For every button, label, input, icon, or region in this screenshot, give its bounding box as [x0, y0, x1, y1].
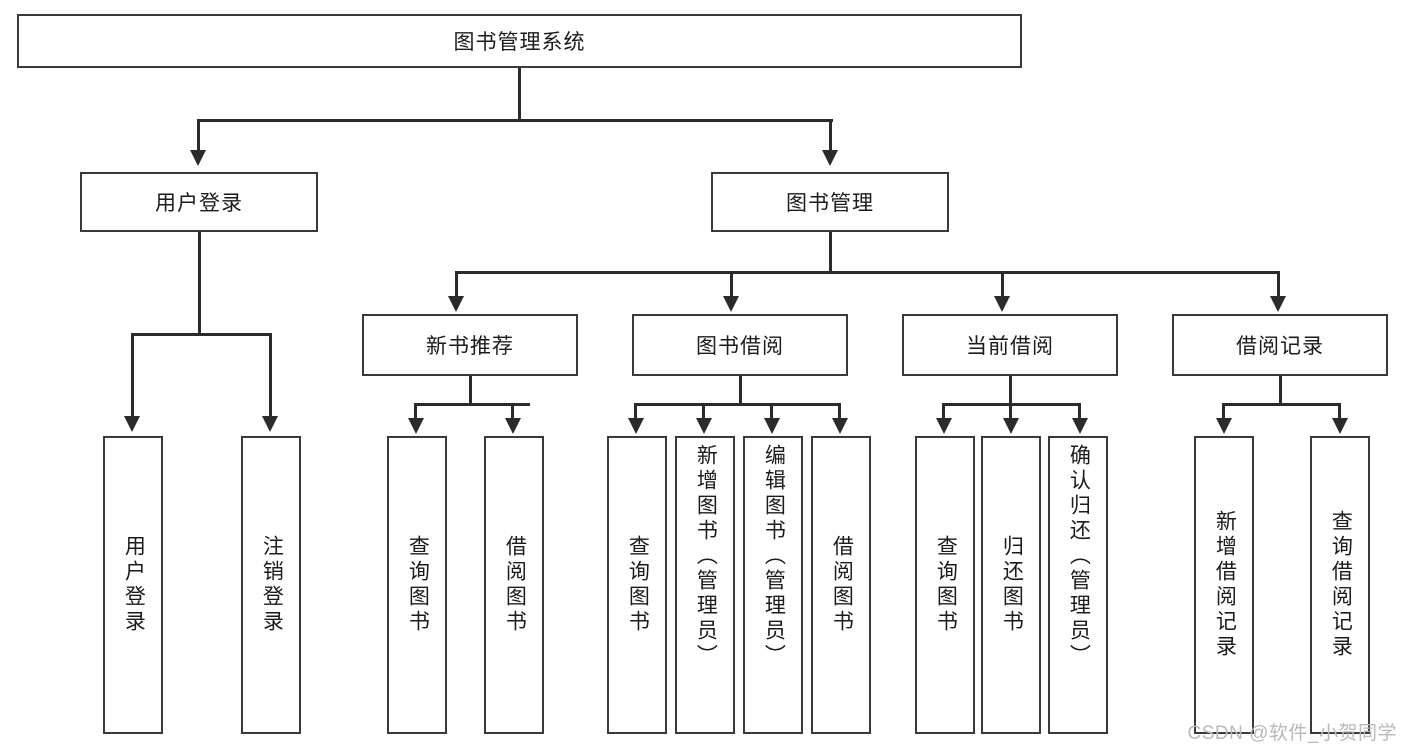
- node-book-borrow[interactable]: 图书借阅: [632, 314, 848, 376]
- leaf-br-query-record[interactable]: 查询借阅记录: [1310, 436, 1370, 734]
- leaf-nbr-borrow-book[interactable]: 借阅图书: [484, 436, 544, 734]
- connector-bm-drop-4: [1277, 271, 1280, 298]
- node-current-borrow[interactable]: 当前借阅: [902, 314, 1118, 376]
- connector-br-drop-2: [1338, 403, 1341, 420]
- leaf-label: 查询图书: [626, 535, 650, 635]
- leaf-label: 查询借阅记录: [1329, 510, 1353, 660]
- arrowhead-leaf-user-login-1: [124, 416, 140, 432]
- connector-br-drop-1: [1222, 403, 1225, 420]
- leaf-label: 确认归还（管理员）: [1067, 444, 1091, 669]
- arrowhead-current-borrow: [994, 296, 1010, 312]
- arrowhead-leaf-cb-3: [1072, 418, 1088, 434]
- connector-user-login-stem: [198, 232, 201, 335]
- leaf-label: 注销登录: [260, 535, 284, 635]
- leaf-label: 编辑图书（管理员）: [762, 444, 786, 669]
- leaf-label: 借阅图书: [503, 535, 527, 635]
- arrowhead-leaf-user-login-2: [262, 416, 278, 432]
- node-borrow-record[interactable]: 借阅记录: [1172, 314, 1388, 376]
- arrowhead-leaf-bb-3: [764, 418, 780, 434]
- node-label: 图书管理: [786, 192, 874, 215]
- arrowhead-borrow-record: [1270, 296, 1286, 312]
- connector-br-stem: [1279, 376, 1282, 405]
- connector-nbr-bus: [414, 403, 530, 406]
- connector-cb-drop-2: [1009, 403, 1012, 420]
- leaf-nbr-query-book[interactable]: 查询图书: [387, 436, 447, 734]
- arrowhead-leaf-bb-2: [696, 418, 712, 434]
- connector-bm-drop-1: [455, 271, 458, 298]
- connector-bm-drop-3: [1001, 271, 1004, 298]
- connector-nbr-drop-1: [414, 403, 417, 420]
- arrowhead-leaf-nbr-1: [408, 418, 424, 434]
- arrowhead-user-login: [190, 150, 206, 166]
- connector-book-management-stem: [829, 232, 832, 273]
- arrowhead-leaf-bb-1: [628, 418, 644, 434]
- node-book-management[interactable]: 图书管理: [711, 172, 949, 232]
- leaf-bb-query-book[interactable]: 查询图书: [607, 436, 667, 734]
- connector-book-management-bus: [455, 271, 1280, 274]
- leaf-user-login-logout[interactable]: 注销登录: [241, 436, 301, 734]
- connector-nbr-stem: [469, 376, 472, 405]
- connector-root-bus: [197, 119, 833, 122]
- leaf-label: 新增图书（管理员）: [694, 444, 718, 669]
- connector-bb-drop-3: [770, 403, 773, 420]
- connector-root-to-book-management: [829, 119, 832, 152]
- leaf-bb-edit-book-admin[interactable]: 编辑图书（管理员）: [743, 436, 803, 734]
- connector-user-login-drop-2: [269, 333, 272, 418]
- arrowhead-book-management: [822, 150, 838, 166]
- leaf-label: 借阅图书: [830, 535, 854, 635]
- node-label: 用户登录: [155, 192, 243, 215]
- arrowhead-leaf-br-2: [1332, 418, 1348, 434]
- node-label: 图书借阅: [696, 335, 784, 358]
- node-label: 借阅记录: [1236, 335, 1324, 358]
- connector-root-to-user-login: [197, 119, 200, 152]
- connector-bm-drop-2: [730, 271, 733, 298]
- connector-bb-drop-4: [838, 403, 841, 420]
- leaf-bb-borrow-book[interactable]: 借阅图书: [811, 436, 871, 734]
- arrowhead-leaf-cb-1: [936, 418, 952, 434]
- leaf-cb-return-book[interactable]: 归还图书: [981, 436, 1041, 734]
- connector-root-stem: [518, 68, 521, 121]
- leaf-label: 用户登录: [122, 535, 146, 635]
- connector-br-bus: [1222, 403, 1340, 406]
- leaf-bb-add-book-admin[interactable]: 新增图书（管理员）: [675, 436, 735, 734]
- leaf-cb-query-book[interactable]: 查询图书: [915, 436, 975, 734]
- connector-nbr-drop-2: [511, 403, 514, 420]
- connector-user-login-drop-1: [131, 333, 134, 418]
- node-user-login[interactable]: 用户登录: [80, 172, 318, 232]
- connector-bb-drop-1: [634, 403, 637, 420]
- connector-cb-stem: [1009, 376, 1012, 405]
- node-root-book-management-system[interactable]: 图书管理系统: [17, 14, 1022, 68]
- connector-cb-drop-3: [1078, 403, 1081, 420]
- node-label: 图书管理系统: [453, 31, 586, 54]
- arrowhead-leaf-bb-4: [832, 418, 848, 434]
- leaf-label: 归还图书: [1000, 535, 1024, 635]
- leaf-cb-confirm-return-admin[interactable]: 确认归还（管理员）: [1048, 436, 1108, 734]
- leaf-br-add-record[interactable]: 新增借阅记录: [1194, 436, 1254, 734]
- connector-bb-bus: [634, 403, 841, 406]
- leaf-label: 新增借阅记录: [1213, 510, 1237, 660]
- leaf-label: 查询图书: [406, 535, 430, 635]
- arrowhead-new-book-recommend: [448, 296, 464, 312]
- arrowhead-leaf-br-1: [1216, 418, 1232, 434]
- node-label: 当前借阅: [966, 335, 1054, 358]
- arrowhead-book-borrow: [723, 296, 739, 312]
- arrowhead-leaf-cb-2: [1003, 418, 1019, 434]
- node-new-book-recommend[interactable]: 新书推荐: [362, 314, 578, 376]
- node-label: 新书推荐: [426, 335, 514, 358]
- connector-user-login-bus: [131, 333, 271, 336]
- arrowhead-leaf-nbr-2: [505, 418, 521, 434]
- connector-bb-stem: [739, 376, 742, 405]
- connector-cb-drop-1: [942, 403, 945, 420]
- leaf-label: 查询图书: [934, 535, 958, 635]
- connector-bb-drop-2: [702, 403, 705, 420]
- leaf-user-login-user-login[interactable]: 用户登录: [103, 436, 163, 734]
